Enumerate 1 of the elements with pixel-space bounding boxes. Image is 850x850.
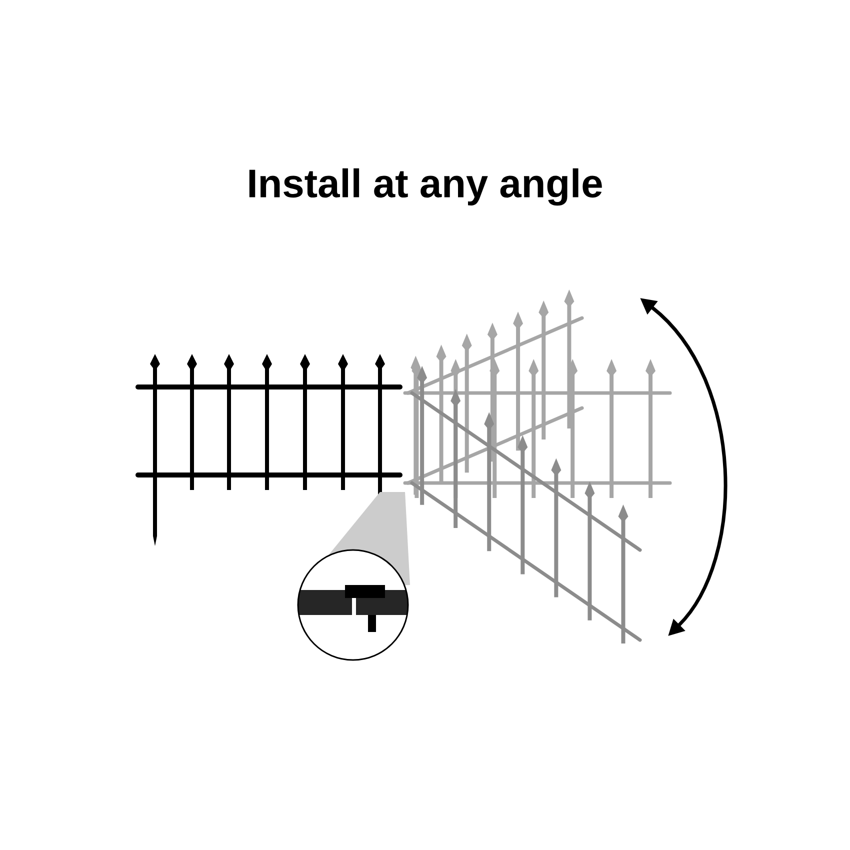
title: Install at any angle [249, 168, 602, 206]
